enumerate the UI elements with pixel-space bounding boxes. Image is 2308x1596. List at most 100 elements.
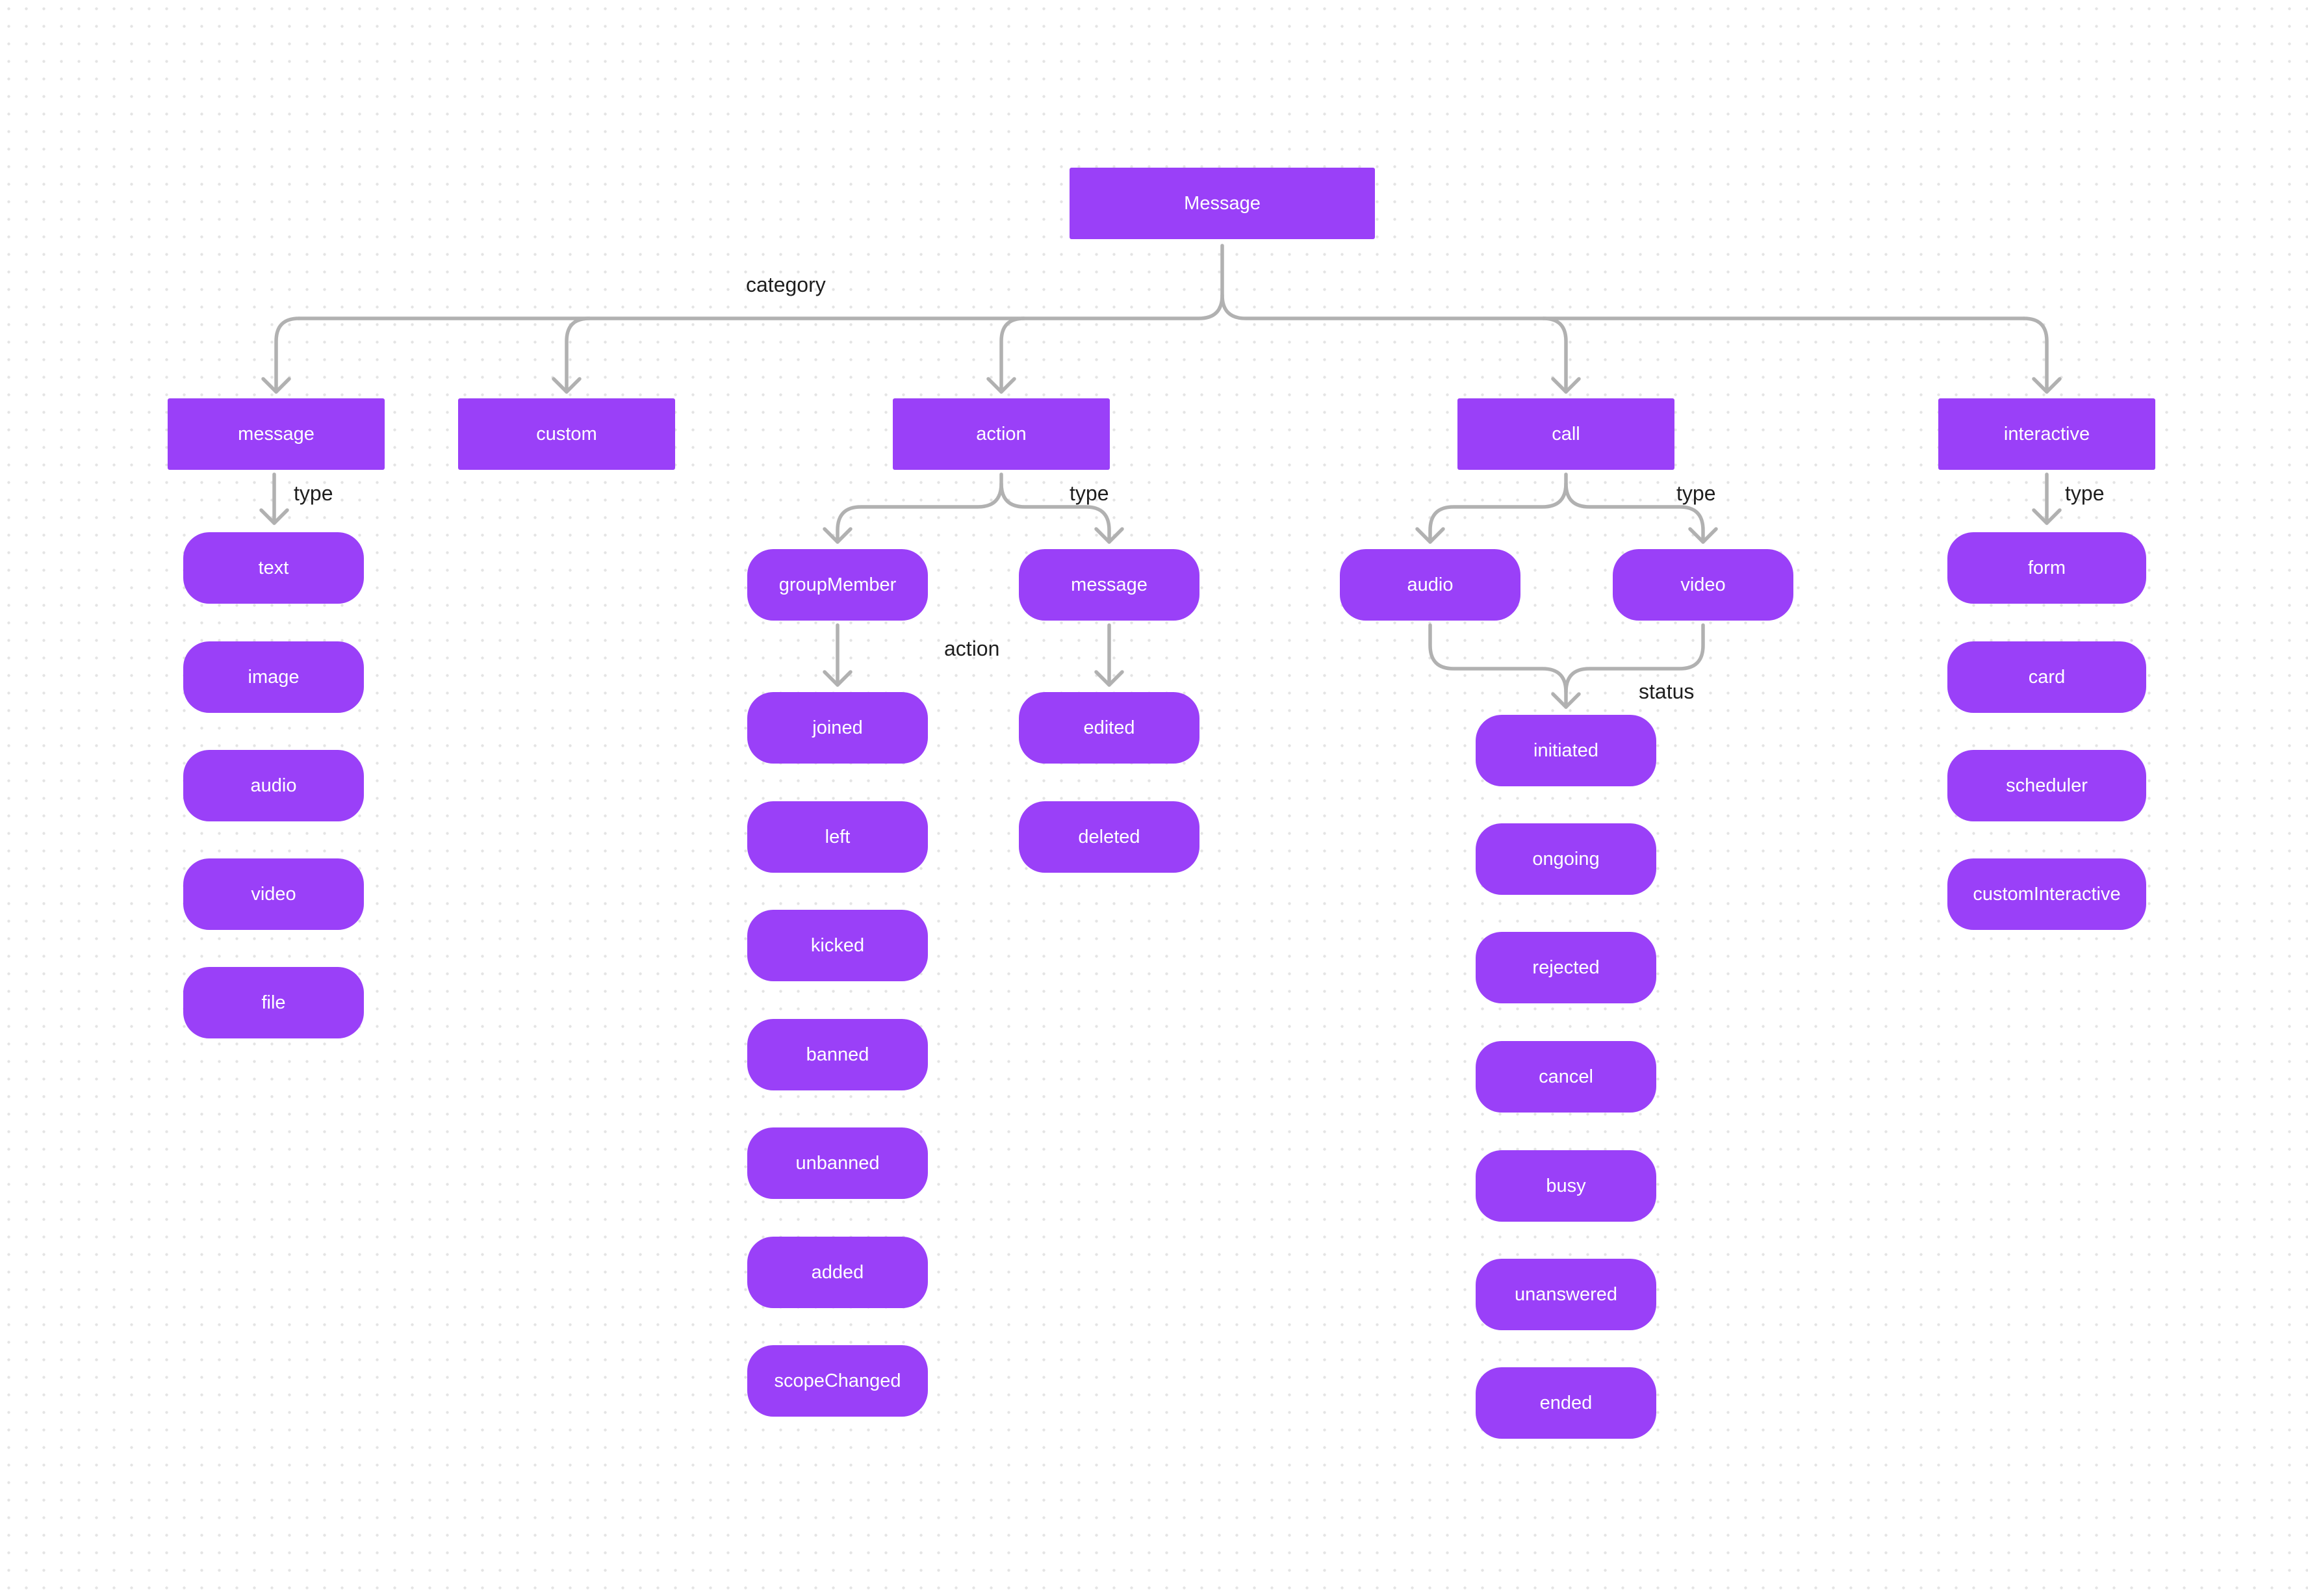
connector-to-action (999, 316, 1026, 394)
connector-to-message (274, 316, 301, 394)
category-node-action-label: action (976, 423, 1027, 444)
arrow-to-interactive (2032, 377, 2062, 394)
arrow-to-message (261, 377, 291, 394)
arrow-action-groupmember (823, 527, 853, 544)
category-node-interactive-label: interactive (2003, 423, 2090, 444)
action-group-message: message (1019, 549, 1199, 621)
category-node-message: message (168, 398, 385, 470)
arrow-interactive-type (2032, 508, 2062, 525)
root-node-message-label: Message (1184, 192, 1261, 214)
message-type-text-label: text (258, 557, 289, 578)
arrow-to-call (1551, 377, 1581, 394)
groupmember-action-joined-label: joined (812, 717, 863, 738)
action-group-message-label: message (1071, 574, 1148, 595)
message-type-file: file (183, 967, 364, 1038)
message-type-text: text (183, 532, 364, 604)
message-type-audio-label: audio (250, 775, 297, 796)
arrow-call-video (1688, 527, 1718, 544)
connector-to-call (1541, 316, 1568, 394)
call-type-video-label: video (1680, 574, 1726, 595)
call-status-rejected-label: rejected (1532, 957, 1600, 978)
message-type-video-label: video (251, 883, 296, 905)
message-type-file-label: file (261, 992, 286, 1013)
edge-label-message-type: type (294, 482, 333, 505)
call-status-rejected: rejected (1476, 932, 1656, 1003)
call-status-ended-label: ended (1539, 1392, 1593, 1413)
groupmember-action-left-label: left (825, 826, 851, 847)
interactive-type-form-label: form (2028, 557, 2066, 578)
groupmember-action-joined: joined (747, 692, 928, 764)
arrow-call-audio (1415, 527, 1445, 544)
category-node-call: call (1457, 398, 1674, 470)
groupmember-action-added: added (747, 1237, 928, 1308)
message-action-edited: edited (1019, 692, 1199, 764)
connector-call-video (1564, 482, 1705, 544)
call-status-unanswered: unanswered (1476, 1259, 1656, 1330)
arrow-action-message (1094, 527, 1124, 544)
edge-label-category: category (746, 273, 826, 296)
edge-label-action-type: type (1070, 482, 1109, 505)
call-status-cancel: cancel (1476, 1041, 1656, 1113)
interactive-type-custom-interactive: customInteractive (1947, 858, 2146, 930)
groupmember-action-unbanned: unbanned (747, 1127, 928, 1199)
root-node-message: Message (1070, 168, 1375, 239)
message-type-audio: audio (183, 750, 364, 821)
connector-to-custom (565, 316, 591, 394)
groupmember-action-scope-changed: scopeChanged (747, 1345, 928, 1417)
groupmember-action-scope-changed-label: scopeChanged (774, 1370, 901, 1391)
message-action-deleted-label: deleted (1078, 826, 1140, 847)
arrow-call-status (1551, 692, 1581, 709)
call-status-ended: ended (1476, 1367, 1656, 1439)
call-status-busy-label: busy (1546, 1175, 1586, 1196)
edge-label-groupmember-action: action (944, 637, 1000, 660)
edge-label-interactive-type: type (2065, 482, 2105, 505)
groupmember-action-added-label: added (811, 1261, 864, 1283)
interactive-type-scheduler-label: scheduler (2006, 775, 2088, 796)
message-action-edited-label: edited (1083, 717, 1135, 738)
call-status-busy: busy (1476, 1150, 1656, 1222)
category-node-interactive: interactive (1938, 398, 2155, 470)
connector-call-audio (1428, 472, 1568, 544)
message-action-deleted: deleted (1019, 801, 1199, 873)
call-status-cancel-label: cancel (1539, 1066, 1593, 1087)
edge-label-call-type: type (1676, 482, 1716, 505)
groupmember-action-banned: banned (747, 1019, 928, 1090)
groupmember-action-banned-label: banned (806, 1044, 869, 1065)
call-type-audio: audio (1340, 549, 1520, 621)
call-status-ongoing: ongoing (1476, 823, 1656, 895)
category-node-call-label: call (1552, 423, 1580, 444)
edge-label-call-status: status (1639, 680, 1695, 703)
message-type-image-label: image (248, 666, 300, 688)
category-node-action: action (893, 398, 1110, 470)
interactive-type-scheduler: scheduler (1947, 750, 2146, 821)
interactive-type-custom-interactive-label: customInteractive (1973, 883, 2121, 905)
groupmember-action-kicked-label: kicked (810, 934, 865, 956)
call-type-audio-label: audio (1407, 574, 1454, 595)
groupmember-action-left: left (747, 801, 928, 873)
action-group-groupmember-label: groupMember (778, 574, 897, 595)
message-type-image: image (183, 641, 364, 713)
call-type-video: video (1613, 549, 1793, 621)
call-status-ongoing-label: ongoing (1532, 848, 1600, 869)
message-type-video: video (183, 858, 364, 930)
groupmember-action-unbanned-label: unbanned (795, 1152, 880, 1174)
connector-action-groupmember (836, 472, 1003, 544)
call-status-initiated: initiated (1476, 715, 1656, 786)
arrow-message-type (259, 508, 289, 525)
interactive-type-form: form (1947, 532, 2146, 604)
connector-video-status (1564, 623, 1705, 694)
arrow-to-custom (552, 377, 582, 394)
category-node-message-label: message (238, 423, 314, 444)
interactive-type-card-label: card (2028, 666, 2066, 688)
category-node-custom: custom (458, 398, 675, 470)
call-status-unanswered-label: unanswered (1515, 1283, 1617, 1305)
interactive-type-card: card (1947, 641, 2146, 713)
arrow-to-action (986, 377, 1016, 394)
arrow-groupmember-actions (823, 670, 853, 687)
action-group-groupmember: groupMember (747, 549, 928, 621)
connector-action-message (999, 482, 1111, 544)
connector-audio-status (1428, 623, 1568, 709)
call-status-initiated-label: initiated (1533, 740, 1598, 761)
